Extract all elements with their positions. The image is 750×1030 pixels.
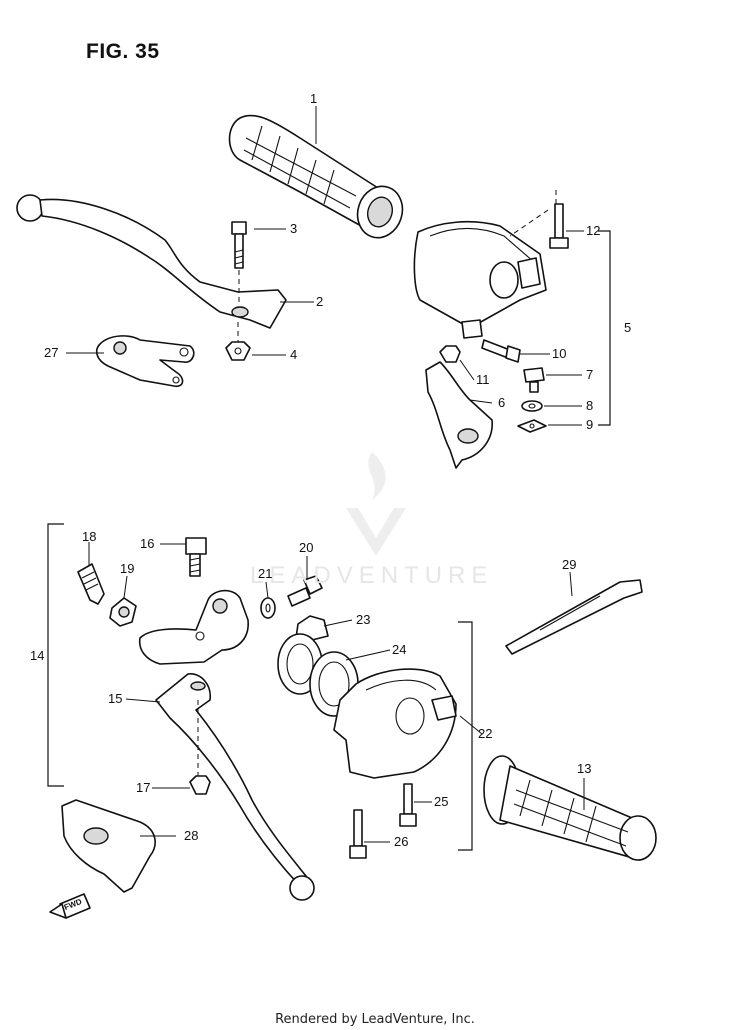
lever-bracket-27 (95, 335, 195, 388)
clutch-side-grip (483, 755, 657, 861)
throttle-side-grip (228, 114, 404, 239)
screw-20 (287, 575, 323, 607)
screw-10 (481, 339, 521, 363)
switch-clamp-6 (425, 361, 493, 469)
switch-assembly-5 (413, 190, 557, 339)
callout-11: 11 (476, 372, 490, 387)
callout-4: 4 (290, 347, 298, 362)
forward-arrow-icon (49, 893, 91, 919)
switch-assembly-22 (333, 668, 457, 779)
screw-25 (399, 783, 417, 827)
adjuster-18 (77, 563, 105, 605)
callout-28: 28 (184, 828, 199, 843)
callout-6: 6 (498, 395, 506, 410)
locknut-19 (109, 597, 137, 627)
footer-credit: Rendered by LeadVenture, Inc. (275, 1012, 475, 1027)
bracket-22 (458, 621, 473, 851)
callout-20: 20 (299, 540, 314, 555)
pivot-bolt-16 (185, 537, 207, 577)
watermark-logo (346, 452, 406, 556)
callout-2: 2 (316, 294, 324, 309)
callout-13: 13 (577, 761, 592, 776)
callout-26: 26 (394, 834, 409, 849)
callout-15: 15 (108, 691, 123, 706)
callout-10: 10 (552, 346, 567, 361)
callout-21: 21 (258, 566, 273, 581)
screw-26 (349, 809, 367, 859)
washer-8 (521, 400, 543, 412)
callout-25: 25 (434, 794, 449, 809)
clutch-lever-holder (138, 589, 249, 665)
figure-title: FIG. 35 (86, 40, 160, 63)
callout-7: 7 (586, 367, 594, 382)
callout-22: 22 (478, 726, 493, 741)
callout-14: 14 (30, 648, 45, 663)
lever-boot-28 (61, 799, 156, 893)
callout-19: 19 (120, 561, 135, 576)
nut-4 (225, 322, 251, 361)
leader-lines (66, 106, 585, 843)
screw-12 (549, 203, 569, 249)
nut-17 (189, 700, 211, 795)
washer-9 (517, 419, 547, 433)
nut-11 (439, 345, 461, 363)
callout-12: 12 (586, 223, 601, 238)
callout-23: 23 (356, 612, 371, 627)
washer-21 (260, 597, 276, 619)
callout-24: 24 (392, 642, 407, 657)
callout-27: 27 (44, 345, 59, 360)
bracket-14 (47, 523, 64, 787)
clutch-lever-lower (155, 673, 315, 901)
bracket-5 (598, 230, 611, 426)
watermark-text: LEADVENTURE (250, 562, 494, 589)
callout-8: 8 (586, 398, 594, 413)
callout-1: 1 (310, 91, 318, 106)
pivot-bolt-3 (231, 221, 247, 306)
callout-17: 17 (136, 780, 151, 795)
callout-18: 18 (82, 529, 97, 544)
callout-3: 3 (290, 221, 298, 236)
callout-16: 16 (140, 536, 155, 551)
callout-9: 9 (586, 417, 594, 432)
callout-5: 5 (624, 320, 632, 335)
cable-strap-29 (505, 579, 643, 655)
brake-lever-upper (16, 194, 287, 329)
callout-29: 29 (562, 557, 577, 572)
bolt-7 (523, 367, 545, 393)
